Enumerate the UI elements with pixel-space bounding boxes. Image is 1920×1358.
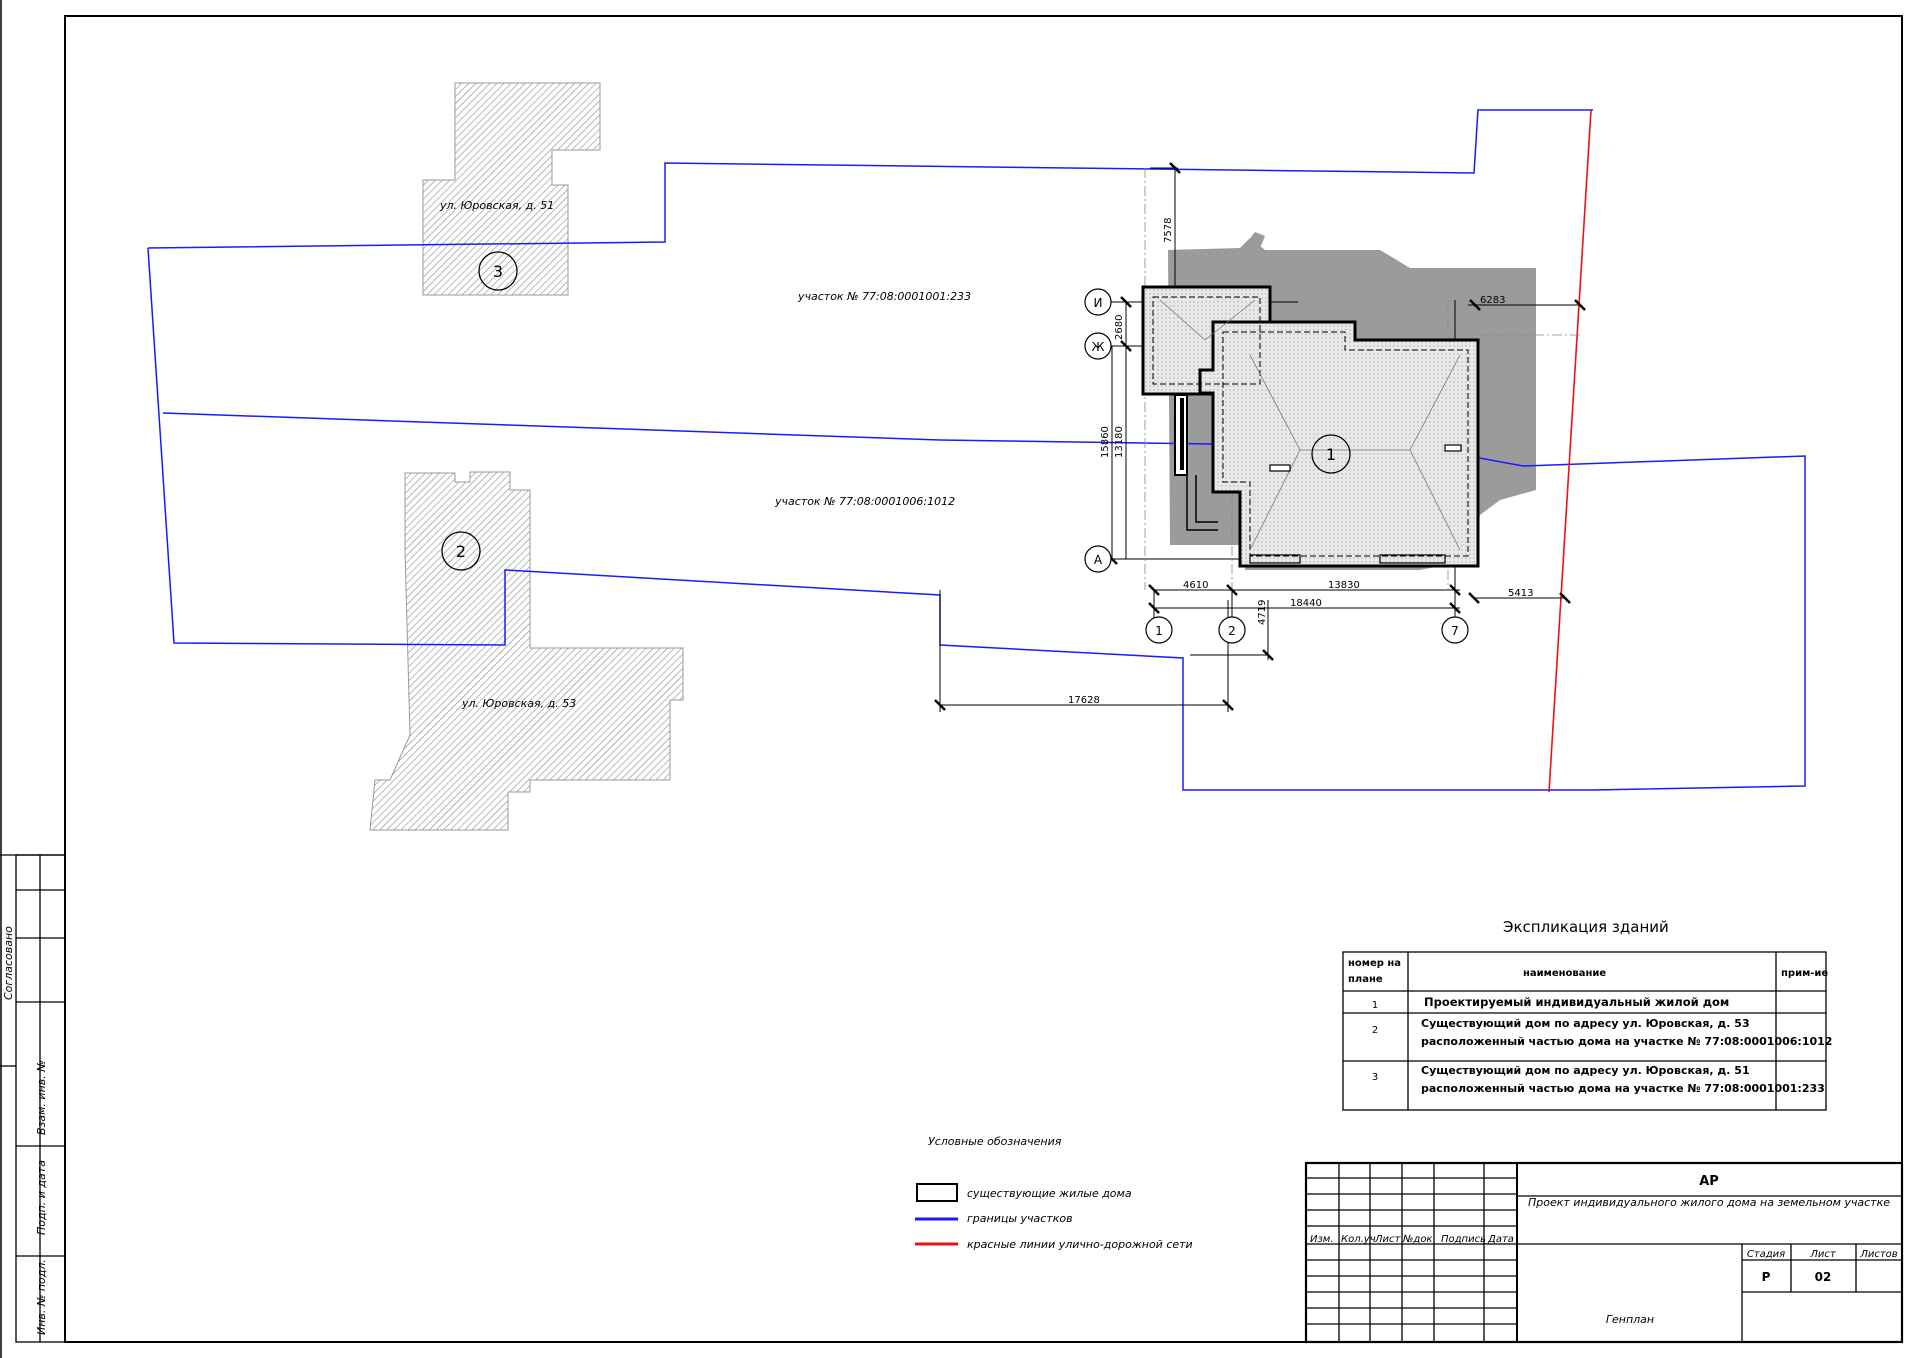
expl-row-2-name2: расположенный частью дома на участке № 7… [1421, 1035, 1832, 1048]
neighbour-house-51 [422, 82, 601, 296]
legend-houses: существующие жилые дома [967, 1187, 1132, 1200]
dim-4610: 4610 [1183, 580, 1208, 591]
side-stamp [0, 854, 66, 1343]
axis-bubble-7: 7 [1441, 616, 1469, 644]
axis-bubble-i: И [1084, 288, 1112, 316]
legend-boundaries: границы участков [967, 1212, 1073, 1225]
tb-sheet-label: Лист [1809, 1249, 1837, 1260]
plot-boundaries [147, 109, 1806, 791]
neighbour-house-53 [369, 471, 684, 831]
axis-bubble-zh: Ж [1084, 332, 1112, 360]
stamp-agreed: Согласовано [2, 926, 15, 1000]
svg-text:7: 7 [1451, 624, 1459, 638]
expl-header-note: прим-ие [1781, 968, 1828, 979]
svg-text:1: 1 [1155, 624, 1163, 638]
dim-7578: 7578 [1163, 218, 1174, 243]
tb-stage: Р [1762, 1270, 1771, 1284]
dim-2680: 2680 [1114, 315, 1125, 340]
legend-title: Условные обозначения [928, 1135, 1062, 1148]
legend-red-lines: красные линии улично-дорожной сети [967, 1238, 1193, 1251]
svg-text:И: И [1094, 296, 1103, 310]
tb-col-kol: Кол.уч [1341, 1234, 1376, 1245]
axis-bubble-a: А [1084, 545, 1112, 573]
tb-sheets-label: Листов [1859, 1249, 1897, 1260]
new-house [1141, 285, 1480, 568]
title-block [1304, 1161, 1904, 1344]
dim-13830: 13830 [1328, 580, 1360, 591]
dim-5413: 5413 [1508, 588, 1533, 599]
dim-18440: 18440 [1290, 598, 1322, 609]
stamp-sign-date: Подп. и дата [35, 1160, 48, 1235]
expl-row-3-name2: расположенный частью дома на участке № 7… [1421, 1082, 1825, 1095]
marker-1: 1 [1311, 434, 1351, 474]
expl-row-3-num: 3 [1372, 1072, 1378, 1083]
svg-text:1: 1 [1326, 445, 1336, 464]
expl-row-1-name: Проектируемый индивидуальный жилой дом [1424, 995, 1729, 1009]
expl-row-2-num: 2 [1372, 1025, 1378, 1036]
plot-label-1012: участок № 77:08:0001006:1012 [774, 495, 955, 508]
tb-project: Проект индивидуального жилого дома на зе… [1528, 1196, 1890, 1209]
tb-col-doc: №док [1402, 1234, 1432, 1245]
house-label-51: ул. Юровская, д. 51 [439, 199, 554, 212]
tb-code: АР [1699, 1174, 1719, 1189]
house-label-53: ул. Юровская, д. 53 [461, 697, 576, 710]
svg-text:2: 2 [456, 542, 466, 561]
expl-header-num-2: плане [1348, 974, 1383, 985]
tb-col-list: Лист [1374, 1234, 1402, 1245]
svg-text:2: 2 [1228, 624, 1236, 638]
tb-col-date: Дата [1487, 1234, 1514, 1245]
expl-header-name: наименование [1523, 968, 1606, 979]
expl-row-2-name1: Существующий дом по адресу ул. Юровская,… [1421, 1017, 1750, 1030]
stamp-inv-original: Инв. № подл. [35, 1259, 48, 1335]
tb-sheet: 02 [1815, 1270, 1832, 1284]
svg-text:3: 3 [493, 262, 503, 281]
axis-bubble-2: 2 [1218, 616, 1246, 644]
tb-col-sign: Подпись [1441, 1234, 1486, 1245]
dim-13180: 13180 [1114, 426, 1125, 458]
expl-header-num-1: номер на [1348, 958, 1401, 969]
dim-4719: 4719 [1257, 600, 1268, 625]
expl-row-1-num: 1 [1372, 1000, 1378, 1011]
tb-sheet-name: Генплан [1606, 1313, 1654, 1326]
marker-3: 3 [478, 251, 518, 291]
red-line [1548, 109, 1592, 793]
explication-title: Экспликация зданий [1503, 918, 1669, 936]
sheet-frame [64, 15, 1903, 1343]
stamp-replace-inv: Взам. инв. № [35, 1060, 48, 1135]
dim-17628: 17628 [1068, 695, 1100, 706]
legend-house-symbol [916, 1183, 958, 1202]
dim-15860: 15860 [1100, 426, 1111, 458]
dim-6283: 6283 [1480, 295, 1505, 306]
svg-text:А: А [1094, 553, 1103, 567]
axis-bubble-1: 1 [1145, 616, 1173, 644]
svg-text:Ж: Ж [1092, 340, 1105, 354]
expl-row-3-name1: Существующий дом по адресу ул. Юровская,… [1421, 1064, 1750, 1077]
explication-table [1342, 951, 1827, 1111]
tb-stage-label: Стадия [1747, 1249, 1785, 1260]
tb-col-izm: Изм. [1310, 1234, 1334, 1245]
plot-label-233: участок № 77:08:0001001:233 [797, 290, 971, 303]
marker-2: 2 [441, 531, 481, 571]
